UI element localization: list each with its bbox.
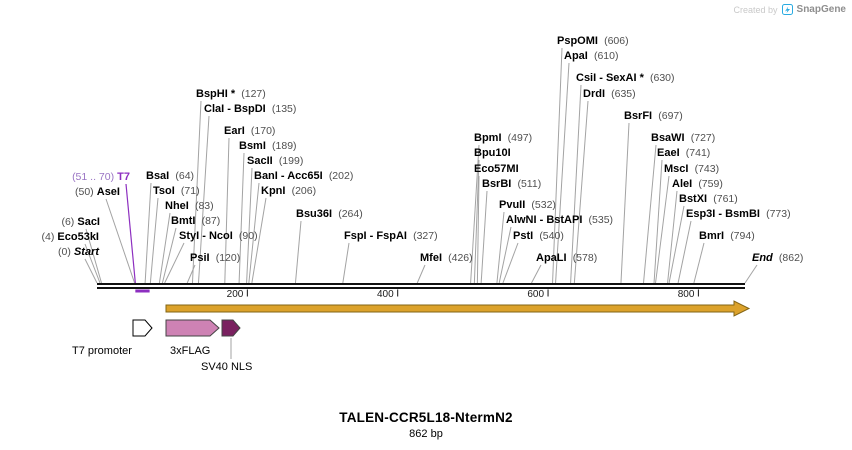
watermark-text: Created by	[733, 4, 778, 15]
enzyme-label: SacII (199)	[247, 155, 304, 167]
enzyme-label: BsrFI (697)	[624, 110, 683, 122]
t7-promoter-label: T7 promoter	[72, 345, 132, 357]
enzyme-label: ClaI - BspDI (135)	[204, 103, 297, 115]
enzyme-label: BsmI (189)	[239, 140, 297, 152]
enzyme-label: BsaWI (727)	[651, 132, 716, 144]
enzyme-label: NheI (83)	[165, 200, 214, 212]
ruler-tick-label: 600	[527, 289, 545, 300]
watermark-brand: SnapGene	[796, 4, 846, 15]
enzyme-label: AlwNI - BstAPI (535)	[506, 214, 614, 226]
enzyme-label: Bpu10I	[474, 147, 511, 159]
enzyme-label: BstXI (761)	[679, 193, 738, 205]
enzyme-label: PsiI (120)	[190, 252, 241, 264]
enzyme-label: Bsu36I (264)	[296, 208, 363, 220]
enzyme-label: BmrI (794)	[699, 230, 755, 242]
sv40-nls-label: SV40 NLS	[201, 361, 253, 373]
enzyme-label: MscI (743)	[664, 163, 720, 175]
enzyme-label: (50) AseI	[75, 186, 120, 198]
enzyme-label: (0) Start	[58, 246, 99, 258]
enzyme-label: End (862)	[752, 252, 804, 264]
enzyme-label: (6) SacI	[61, 216, 100, 228]
enzyme-label: Eco57MI	[474, 163, 519, 175]
enzyme-label: TsoI (71)	[153, 185, 200, 197]
enzyme-label: (4) Eco53kI	[41, 231, 100, 243]
enzyme-label: BpmI (497)	[474, 132, 533, 144]
enzyme-label: ApaLI (578)	[536, 252, 598, 264]
flag-label: 3xFLAG	[170, 345, 211, 357]
snapgene-logo-icon	[781, 4, 793, 15]
enzyme-label: CsiI - SexAI * (630)	[576, 72, 675, 84]
enzyme-label: StyI - NcoI (90)	[179, 230, 258, 242]
ruler-tick-label: 800	[677, 289, 695, 300]
construct-length: 862 bp	[409, 428, 443, 440]
enzyme-label: PspOMI (606)	[557, 35, 629, 47]
enzyme-label: ApaI (610)	[564, 50, 619, 62]
t7-feature-label: (51 .. 70) T7	[72, 171, 130, 183]
enzyme-label: BanI - Acc65I (202)	[254, 170, 354, 182]
enzyme-label: AleI (759)	[672, 178, 723, 190]
enzyme-label: DrdI (635)	[583, 88, 636, 100]
enzyme-label: BmtI (87)	[171, 215, 221, 227]
enzyme-label: PstI (540)	[513, 230, 564, 242]
enzyme-label: KpnI (206)	[261, 185, 317, 197]
enzyme-label: MfeI (426)	[420, 252, 473, 264]
enzyme-label: FspI - FspAI (327)	[344, 230, 438, 242]
enzyme-label: Esp3I - BsmBI (773)	[686, 208, 791, 220]
enzyme-label: EarI (170)	[224, 125, 276, 137]
ruler-tick-label: 200	[226, 289, 244, 300]
enzyme-label: PvuII (532)	[499, 199, 556, 211]
enzyme-label: EaeI (741)	[657, 147, 711, 159]
enzyme-label: BspHI * (127)	[196, 88, 266, 100]
ruler-tick-label: 400	[377, 289, 394, 300]
enzyme-label: BsrBI (511)	[482, 178, 542, 190]
enzyme-label: BsaI (64)	[146, 170, 195, 182]
map-title-block: TALEN-CCR5L18-NtermN2 862 bp	[0, 410, 852, 440]
construct-name: TALEN-CCR5L18-NtermN2	[339, 410, 513, 425]
snapgene-watermark: Created by SnapGene	[733, 4, 846, 15]
